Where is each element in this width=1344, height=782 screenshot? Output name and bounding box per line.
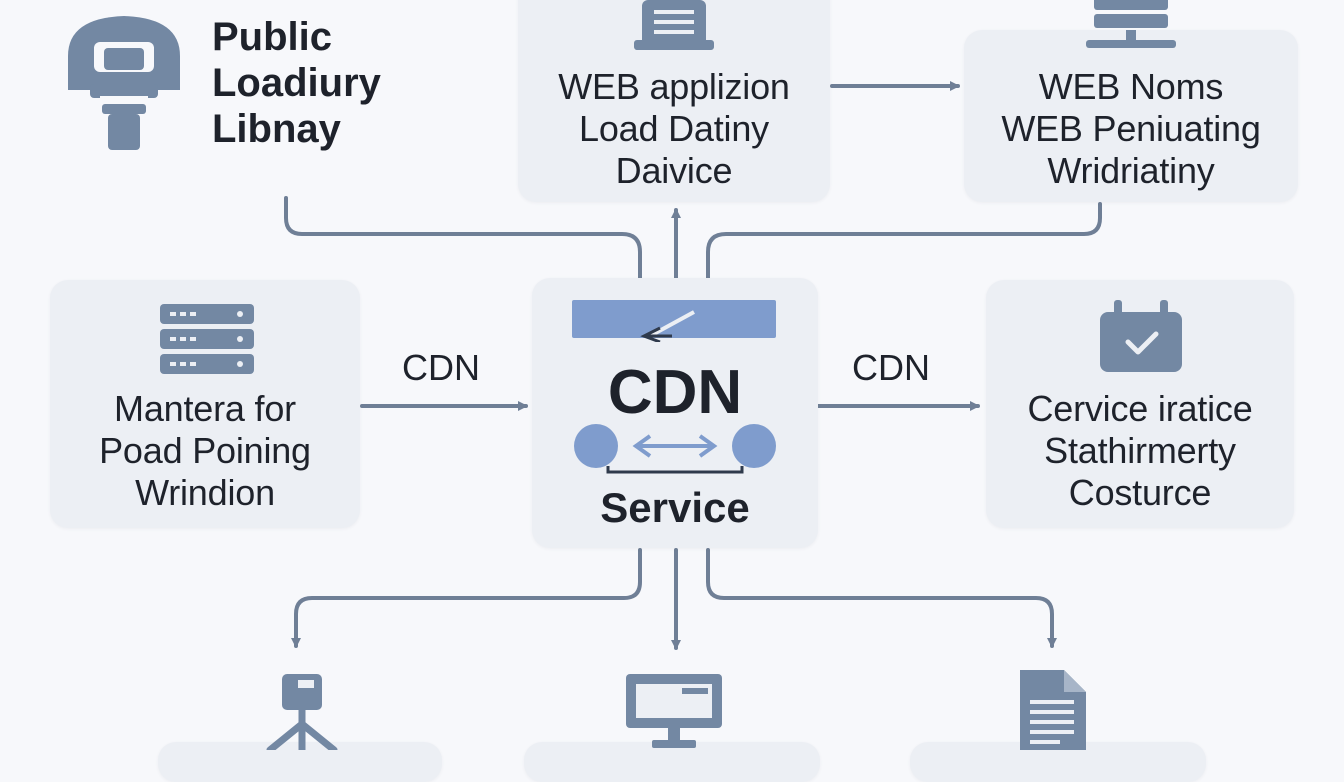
node-text-line: Wrindion (135, 472, 275, 513)
monitor-icon (626, 674, 722, 748)
node-text-line: Stathirmerty (1044, 430, 1236, 471)
edge-title-to-center (284, 196, 642, 280)
node-right-text: Cervice iratice Stathirmerty Costurce (986, 388, 1294, 514)
connectors (284, 81, 1102, 650)
node-text-line: Daivice (615, 150, 733, 191)
node-left: Mantera for Poad Poining Wrindion (50, 280, 360, 528)
node-top-center: WEB applizion Load Datiny Daivice (518, 0, 830, 202)
bidirectional-nodes-icon (574, 424, 776, 474)
node-text-line: WEB Noms (1038, 66, 1224, 107)
edge-top-right-to-center (706, 202, 1102, 280)
diagram-title: Public Loadiury Libnay (212, 14, 381, 152)
node-top-right-text: WEB Noms WEB Peniuating Wridriatiny (964, 66, 1298, 192)
node-right: Cervice iratice Stathirmerty Costurce (986, 280, 1294, 528)
center-subtitle: Service (600, 484, 750, 531)
edge-label-right: CDN (852, 347, 930, 388)
calendar-check-icon (1100, 300, 1182, 372)
node-text-line: Costurce (1068, 472, 1212, 513)
diagram-canvas: Public Loadiury Libnay WEB applizion Loa… (50, 0, 1298, 782)
node-text-line: Cervice iratice (1027, 388, 1253, 429)
document-tray-icon (634, 0, 714, 50)
library-pillar-icon (68, 16, 180, 150)
title-line: Public (212, 15, 333, 59)
node-text-line: WEB Peniuating (1001, 108, 1261, 149)
edge-center-to-bottom-left (291, 548, 642, 648)
edge-center-to-bottom-right (706, 548, 1057, 648)
cdn-banner-icon (572, 300, 776, 342)
network-tree-icon (266, 674, 338, 750)
title-line: Libnay (212, 107, 341, 151)
node-text-line: WEB applizion (558, 66, 790, 107)
center-title: CDN (607, 358, 743, 427)
node-text-line: Wridriatiny (1047, 150, 1215, 191)
document-icon (1020, 670, 1086, 750)
node-center: CDN Service (532, 278, 818, 548)
title-line: Loadiury (212, 61, 381, 105)
node-left-text: Mantera for Poad Poining Wrindion (50, 388, 360, 514)
node-text-line: Load Datiny (579, 108, 769, 149)
edge-label-left: CDN (402, 347, 480, 388)
server-stack-icon (1086, 0, 1176, 48)
node-text-line: Poad Poining (99, 430, 311, 471)
node-text-line: Mantera for (114, 388, 296, 429)
node-top-center-text: WEB applizion Load Datiny Daivice (518, 66, 830, 192)
node-top-right: WEB Noms WEB Peniuating Wridriatiny (964, 0, 1298, 202)
server-rack-icon (160, 304, 254, 374)
